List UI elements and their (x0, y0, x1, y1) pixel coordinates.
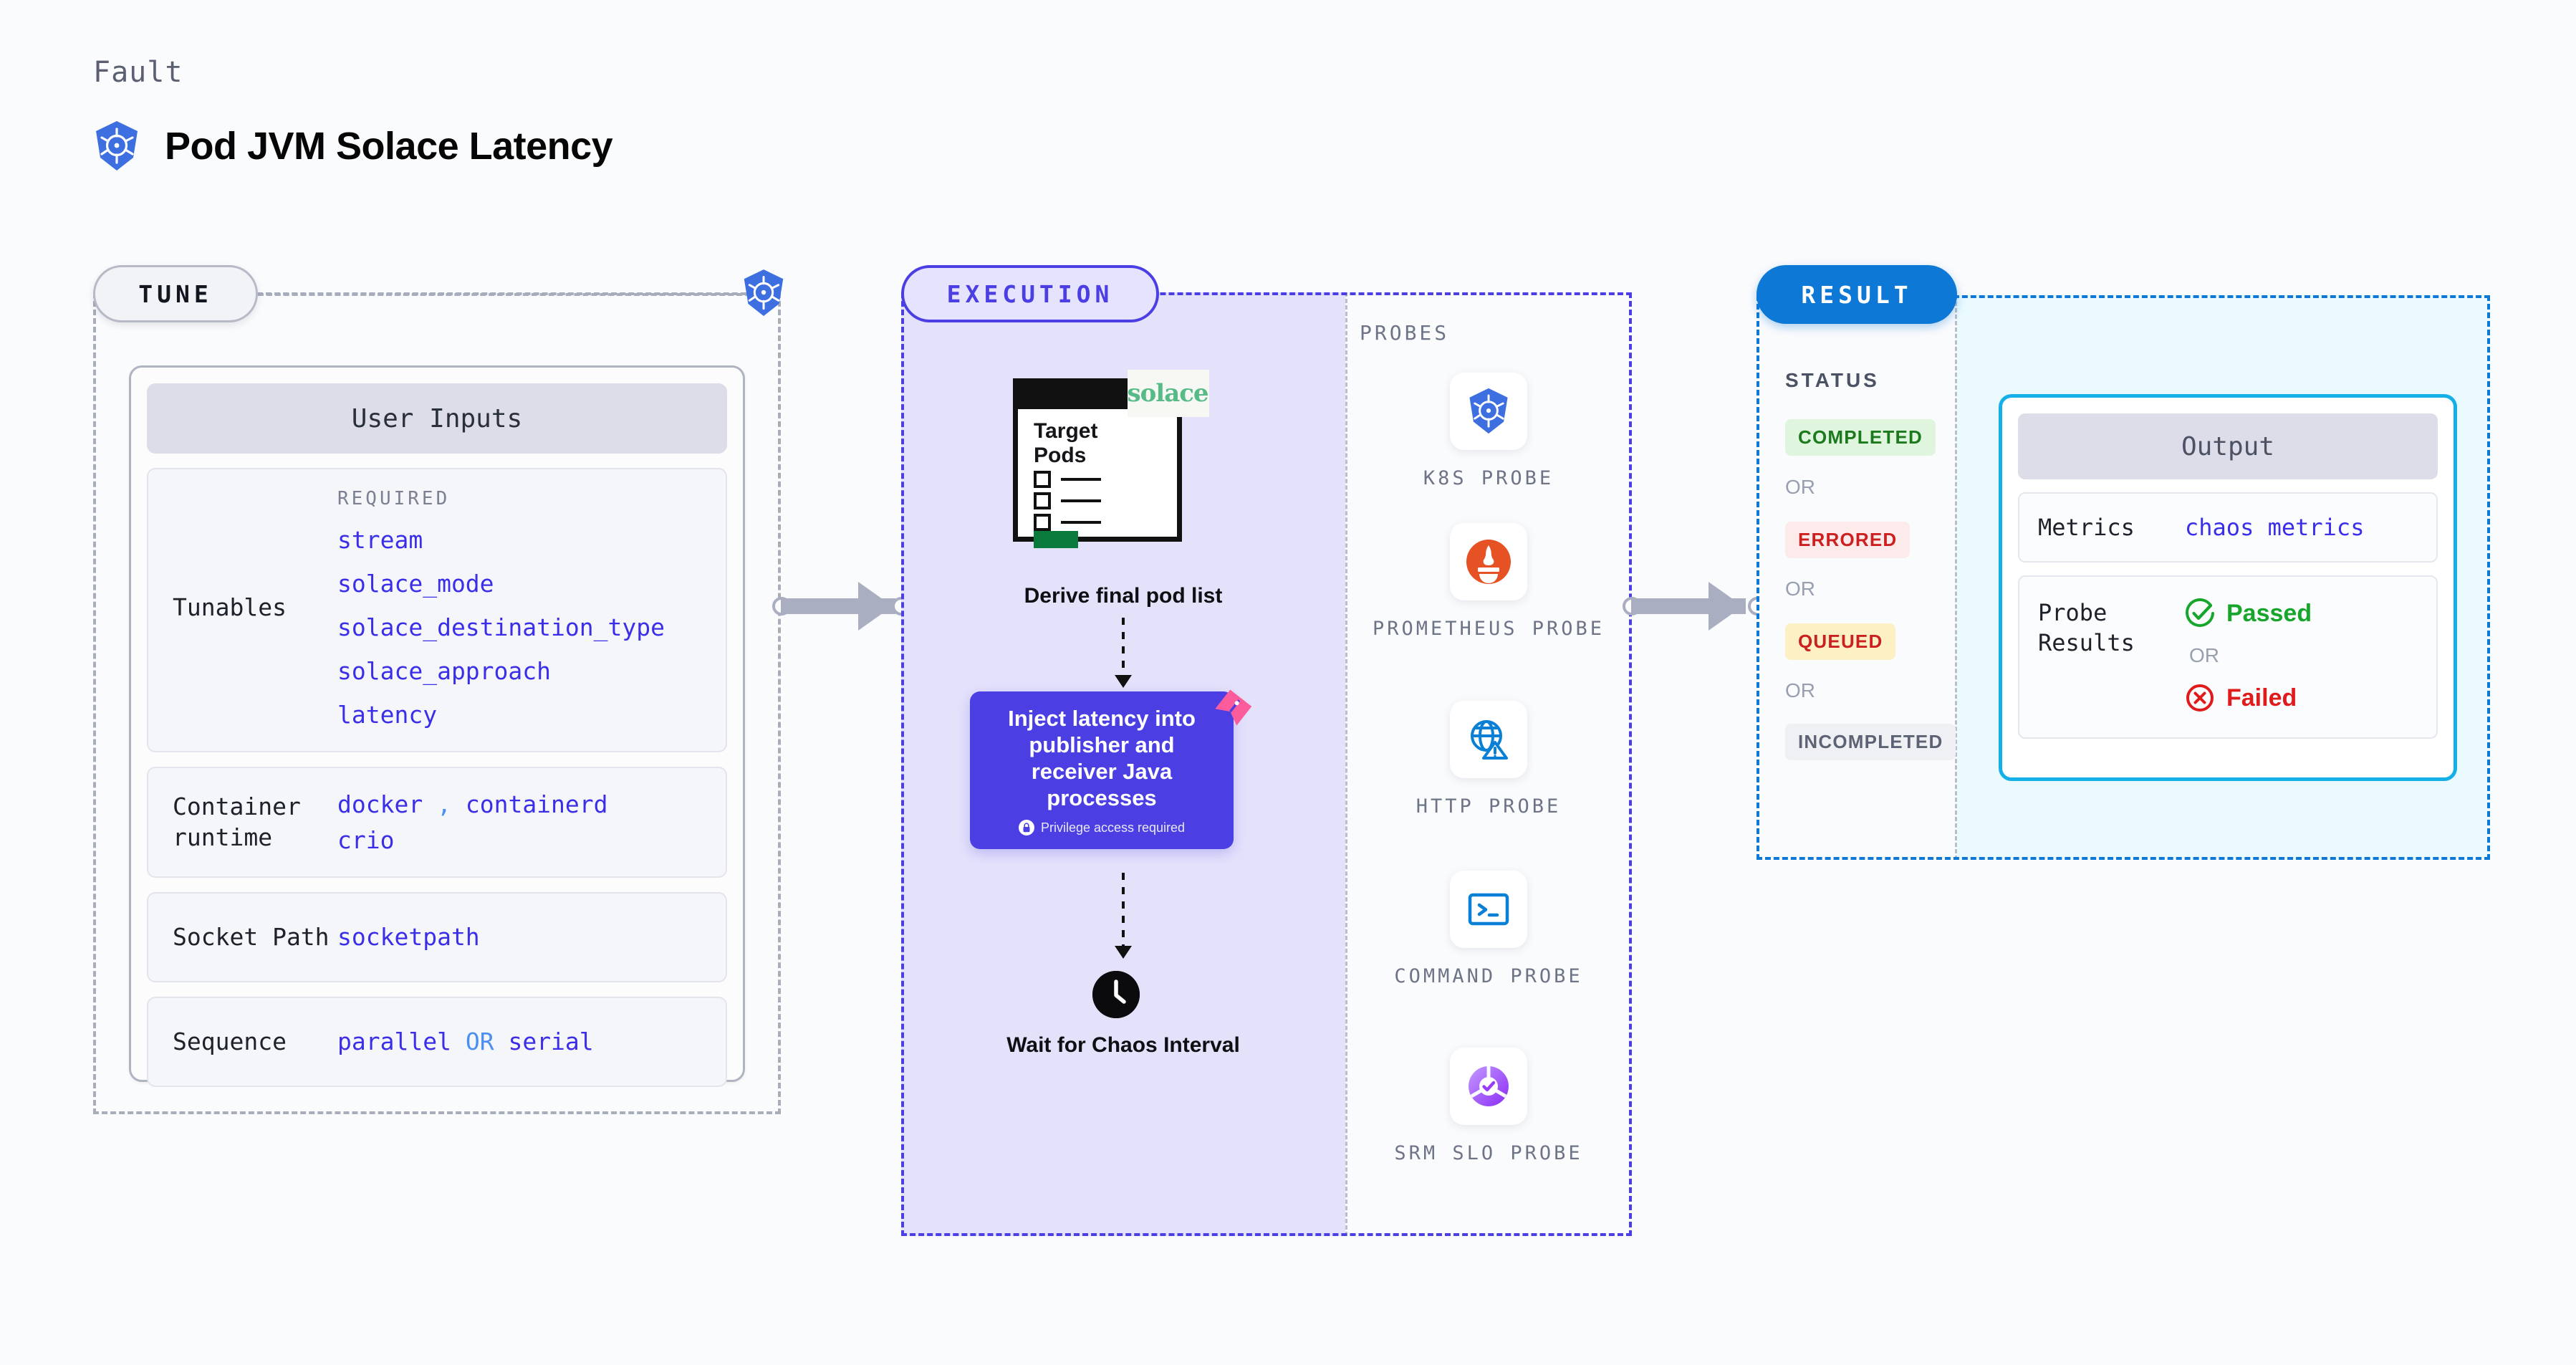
page-title: Pod JVM Solace Latency (165, 125, 613, 168)
probe-item-prometheus[interactable]: PROMETHEUS PROBE (1345, 523, 1632, 642)
probe-results-label: Probe Results (2038, 599, 2135, 656)
container-runtime-label: Container runtime (173, 792, 301, 851)
value-separator: OR (465, 1028, 494, 1056)
page-eyebrow: Fault (93, 56, 183, 89)
container-runtime-row: Container runtime docker , containerd cr… (147, 767, 727, 878)
document-checklist-icon: Target Pods solace (1013, 370, 1209, 548)
output-card: Output Metrics chaos metrics Probe Resul… (1999, 394, 2457, 781)
metrics-block: Metrics chaos metrics (2018, 492, 2438, 562)
failed-label: Failed (2226, 684, 2297, 712)
probe-label: HTTP PROBE (1416, 795, 1562, 818)
probe-item-http[interactable]: HTTP PROBE (1345, 701, 1632, 820)
tunable-item[interactable]: solace_destination_type (337, 613, 665, 641)
or-label: OR (1785, 578, 1815, 600)
check-circle-icon (2186, 598, 2214, 627)
socket-path-label: Socket Path (173, 922, 330, 951)
flow-arrow-head (1115, 946, 1132, 959)
probe-result-passed: Passed (2185, 598, 2312, 628)
solace-wordmark: solace (1127, 379, 1208, 408)
stage-label-execution: EXECUTION (901, 265, 1159, 322)
slo-donut-check-icon (1450, 1048, 1527, 1125)
status-badge-errored: ERRORED (1785, 522, 1911, 558)
connector-arrow-head (858, 582, 893, 631)
flow-arrow-line (1122, 873, 1125, 948)
status-column (1756, 295, 1957, 860)
required-caption: REQUIRED (337, 488, 451, 509)
probe-results-block: Probe Results Passed OR Failed (2018, 575, 2438, 739)
probe-result-failed: Failed (2185, 683, 2312, 713)
status-caption: STATUS (1785, 369, 1880, 391)
or-label: OR (1785, 679, 1815, 701)
kubernetes-icon (93, 120, 140, 172)
container-runtime-values: docker , containerd crio (337, 787, 608, 858)
inject-latency-step[interactable]: Inject latency into publisher and receiv… (970, 691, 1234, 849)
stage-label-tune: TUNE (93, 265, 258, 322)
privilege-badge: Privilege access required (1018, 820, 1186, 836)
connector-arrow-head (1708, 582, 1743, 631)
fault-ribbon-icon (1215, 689, 1252, 726)
stage-label-result: RESULT (1756, 265, 1957, 324)
privilege-badge-label: Privilege access required (1040, 820, 1186, 835)
clock-icon (1092, 971, 1140, 1018)
result-panel (1756, 295, 2490, 860)
tunables-label: Tunables (173, 593, 287, 621)
socket-path-value[interactable]: socketpath (337, 923, 480, 952)
status-badge-incompleted: INCOMPLETED (1785, 724, 1956, 760)
user-inputs-header: User Inputs (147, 383, 727, 454)
kubernetes-icon (1450, 373, 1527, 450)
probe-label: SRM SLO PROBE (1394, 1142, 1583, 1164)
doc-title-line1: Target (1034, 419, 1098, 443)
wait-chaos-interval-label: Wait for Chaos Interval (1006, 1033, 1240, 1057)
solace-logo: solace (1127, 370, 1209, 417)
prometheus-icon (1450, 523, 1527, 600)
tunable-item[interactable]: solace_mode (337, 570, 494, 598)
or-label: OR (1785, 476, 1815, 498)
or-label: OR (2189, 644, 2219, 666)
terminal-icon (1450, 871, 1527, 948)
output-header: Output (2018, 413, 2438, 479)
user-inputs-card: User Inputs Tunables REQUIRED stream sol… (129, 365, 745, 1087)
value-separator: , (437, 790, 451, 818)
execution-panel (901, 292, 1632, 1236)
runtime-value[interactable]: crio (337, 825, 395, 854)
tunables-block: Tunables REQUIRED stream solace_mode sol… (147, 468, 727, 752)
probe-item-k8s[interactable]: K8S PROBE (1345, 373, 1632, 492)
sequence-row: Sequence parallel OR serial (147, 997, 727, 1087)
x-circle-icon (2186, 684, 2214, 712)
probes-caption: PROBES (1360, 321, 1450, 345)
runtime-value[interactable]: docker (337, 790, 423, 818)
socket-path-row: Socket Path socketpath (147, 892, 727, 982)
globe-warning-icon (1450, 701, 1527, 778)
status-badge-queued: QUEUED (1785, 623, 1896, 660)
doc-title-line2: Pods (1034, 443, 1087, 467)
status-badge-completed: COMPLETED (1785, 419, 1936, 456)
page-title-row: Pod JVM Solace Latency (93, 120, 613, 172)
tune-connector-line (258, 293, 759, 296)
probe-item-command[interactable]: COMMAND PROBE (1345, 871, 1632, 990)
sequence-values: parallel OR serial (337, 1024, 594, 1060)
tunables-values: REQUIRED stream solace_mode solace_desti… (337, 488, 701, 727)
probe-results-values: Passed OR Failed (2185, 598, 2312, 713)
runtime-value[interactable]: containerd (465, 790, 608, 818)
probe-label: PROMETHEUS PROBE (1372, 618, 1605, 640)
metrics-value[interactable]: chaos metrics (2185, 514, 2365, 541)
flow-arrow-line (1122, 618, 1125, 676)
sequence-value[interactable]: parallel (337, 1028, 451, 1056)
sequence-label: Sequence (173, 1027, 287, 1055)
probe-item-srm-slo[interactable]: SRM SLO PROBE (1345, 1048, 1632, 1167)
probe-label: K8S PROBE (1423, 467, 1554, 489)
metrics-label: Metrics (2038, 514, 2135, 541)
tunable-item[interactable]: stream (337, 526, 423, 554)
sequence-value[interactable]: serial (508, 1028, 594, 1056)
kubernetes-icon (741, 269, 786, 321)
probe-label: COMMAND PROBE (1394, 965, 1583, 987)
lock-icon (1018, 820, 1034, 836)
tunable-item[interactable]: solace_approach (337, 657, 552, 685)
inject-latency-text: Inject latency into publisher and receiv… (1008, 705, 1196, 811)
flow-arrow-head (1115, 675, 1132, 688)
passed-label: Passed (2226, 599, 2312, 627)
derive-pod-list-label: Derive final pod list (1024, 584, 1223, 608)
tunable-item[interactable]: latency (337, 701, 438, 729)
